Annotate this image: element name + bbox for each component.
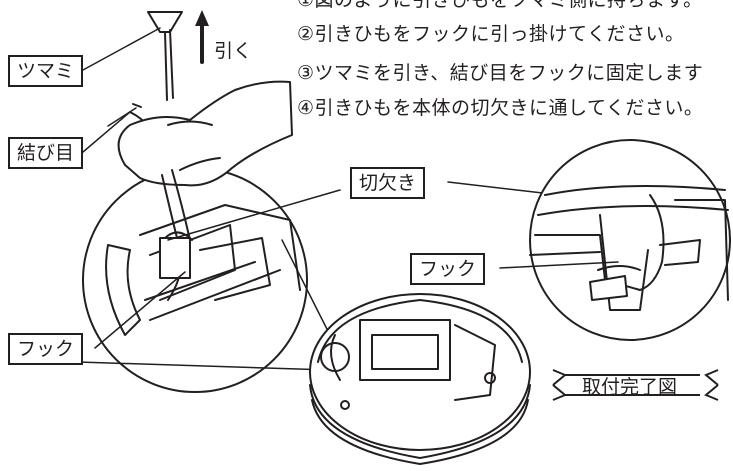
instruction-4: ④引きひもを本体の切欠きに通してください。 bbox=[297, 97, 704, 119]
hand-shape bbox=[117, 80, 293, 187]
hook-label-right: フック bbox=[410, 253, 486, 285]
complete-zigzag-frame bbox=[552, 369, 719, 401]
knob-label: ツマミ bbox=[8, 55, 84, 87]
pull-arrow-head bbox=[195, 10, 209, 26]
left-zoom-circle bbox=[82, 167, 308, 393]
instruction-2: ②引きひもをフックに引っ掛けてください。 bbox=[297, 23, 685, 45]
base-notch-circle bbox=[320, 342, 350, 372]
complete-label: 取付完了図 bbox=[582, 376, 678, 398]
instruction-1: ①図のように引きひもをツマミ側に持ちます。 bbox=[297, 0, 703, 11]
knob-shape bbox=[147, 11, 183, 33]
instruction-3: ③ツマミを引き、結び目をフックに固定します bbox=[297, 62, 704, 84]
hook-label-left: フック bbox=[8, 333, 84, 365]
notch-label: 切欠き bbox=[350, 167, 426, 199]
pull-label: 引く bbox=[214, 40, 253, 62]
knot-label: 結び目 bbox=[8, 137, 84, 169]
